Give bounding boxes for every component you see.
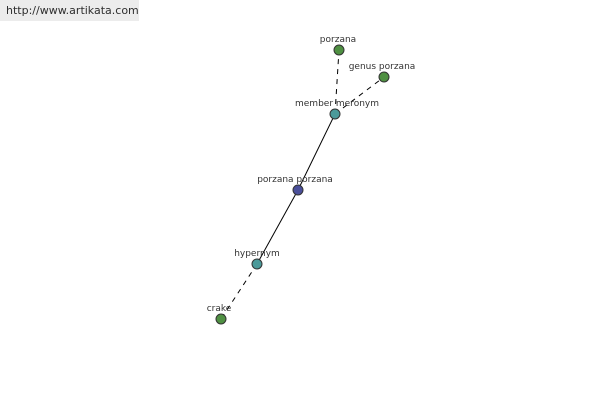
node-crake[interactable]: crake	[207, 304, 232, 325]
edge-porzana-porzana-to-member-meronym	[297, 113, 336, 191]
node-dot-genus-porzana[interactable]	[378, 71, 390, 83]
node-dot-member-meronym[interactable]	[329, 108, 341, 120]
node-genus-porzana[interactable]: genus porzana	[349, 62, 416, 83]
node-label-porzana[interactable]: porzana	[320, 35, 356, 45]
node-porzana-porzana[interactable]: porzana porzana	[257, 175, 333, 196]
edge-porzana-porzana-to-hypernym	[256, 189, 299, 265]
site-url-link[interactable]: http://www.artikata.com	[0, 0, 139, 21]
node-dot-porzana-porzana[interactable]	[292, 184, 304, 196]
node-label-member-meronym[interactable]: member meronym	[295, 99, 379, 109]
node-dot-hypernym[interactable]	[251, 258, 263, 270]
node-label-genus-porzana[interactable]: genus porzana	[349, 62, 416, 72]
node-hypernym[interactable]: hypernym	[234, 249, 280, 270]
node-dot-crake[interactable]	[215, 313, 227, 325]
edge-member-meronym-to-porzana	[334, 49, 340, 115]
node-label-crake[interactable]: crake	[207, 304, 232, 314]
nodes-layer: porzana genus porzana member meronym porzan…	[207, 35, 416, 325]
node-porzana[interactable]: porzana	[320, 35, 356, 56]
edge-hypernym-to-crake	[220, 263, 258, 320]
node-label-porzana-porzana[interactable]: porzana porzana	[257, 175, 333, 185]
node-label-hypernym[interactable]: hypernym	[234, 249, 280, 259]
node-dot-porzana[interactable]	[333, 44, 345, 56]
edge-member-meronym-to-genus-porzana	[334, 76, 385, 115]
node-member-meronym[interactable]: member meronym	[295, 99, 379, 120]
edges-layer	[220, 49, 385, 320]
